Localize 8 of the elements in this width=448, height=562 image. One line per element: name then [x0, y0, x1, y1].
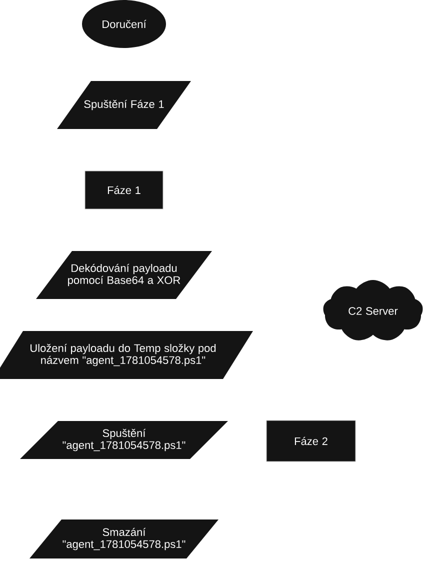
parallelogram: Spuštění "agent_1781054578.ps1": [20, 421, 228, 459]
process-box: Fáze 2: [266, 420, 356, 462]
parallelogram: Dekódování payloadu pomocí Base64 a XOR: [36, 251, 212, 299]
parallelogram: Spuštění Fáze 1: [57, 81, 191, 129]
server-cloud: C2 Server: [323, 280, 423, 340]
process-box: Fáze 1: [84, 170, 164, 210]
parallelogram: Smazání "agent_1781054578.ps1": [30, 520, 218, 558]
parallelogram: Uložení payloadu do Temp složky pod názvem "agent_1781054578.ps1": [0, 331, 253, 379]
